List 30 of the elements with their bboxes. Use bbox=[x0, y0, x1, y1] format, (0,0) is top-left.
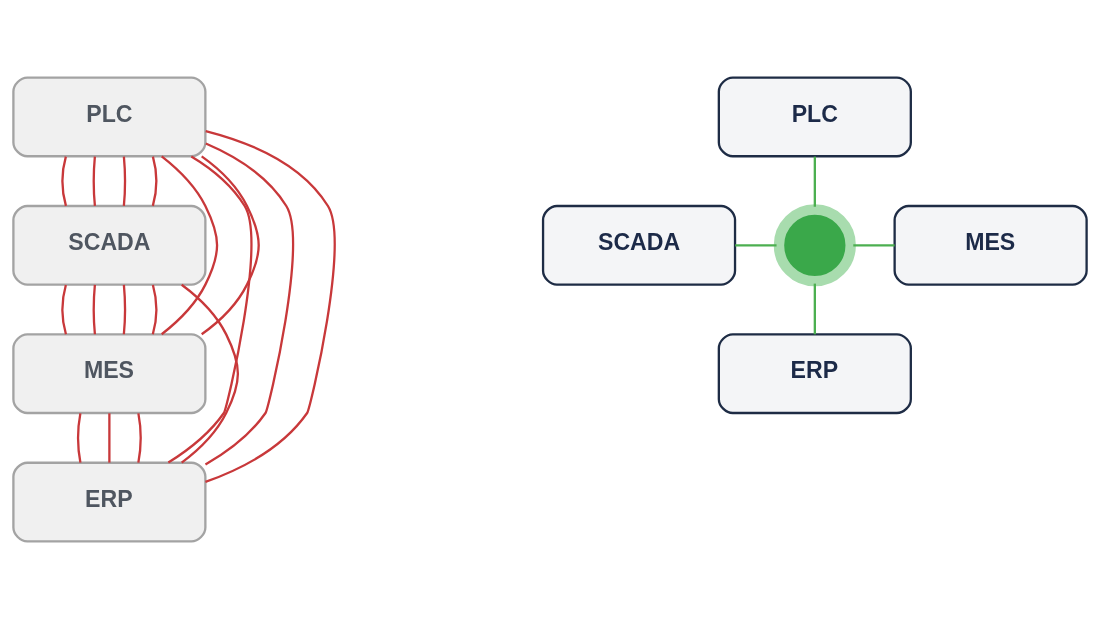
connector bbox=[181, 283, 239, 464]
connector bbox=[813, 156, 816, 207]
connector bbox=[853, 244, 895, 247]
connector bbox=[151, 156, 158, 207]
connector bbox=[61, 284, 68, 335]
connector bbox=[167, 155, 253, 464]
node-box: ERP bbox=[717, 333, 912, 415]
connector bbox=[151, 284, 158, 335]
connector bbox=[205, 129, 336, 483]
connector bbox=[813, 283, 816, 335]
node-circle bbox=[773, 204, 856, 287]
connector bbox=[108, 413, 111, 463]
connector bbox=[204, 142, 294, 466]
connector bbox=[201, 155, 260, 336]
connector bbox=[735, 244, 777, 247]
node-box: ERP bbox=[12, 461, 207, 543]
connector bbox=[92, 156, 97, 206]
node-box: PLC bbox=[12, 76, 207, 158]
node-box: MES bbox=[12, 333, 207, 415]
connector bbox=[77, 413, 82, 463]
node-box: SCADA bbox=[12, 204, 207, 286]
node-box: MES bbox=[893, 204, 1088, 286]
connector bbox=[161, 155, 219, 336]
connector bbox=[122, 284, 127, 335]
node-box: PLC bbox=[717, 76, 912, 158]
connector bbox=[137, 413, 142, 463]
connector bbox=[61, 156, 68, 207]
connector bbox=[92, 284, 97, 335]
connector bbox=[122, 156, 127, 206]
node-box: SCADA bbox=[541, 204, 737, 286]
